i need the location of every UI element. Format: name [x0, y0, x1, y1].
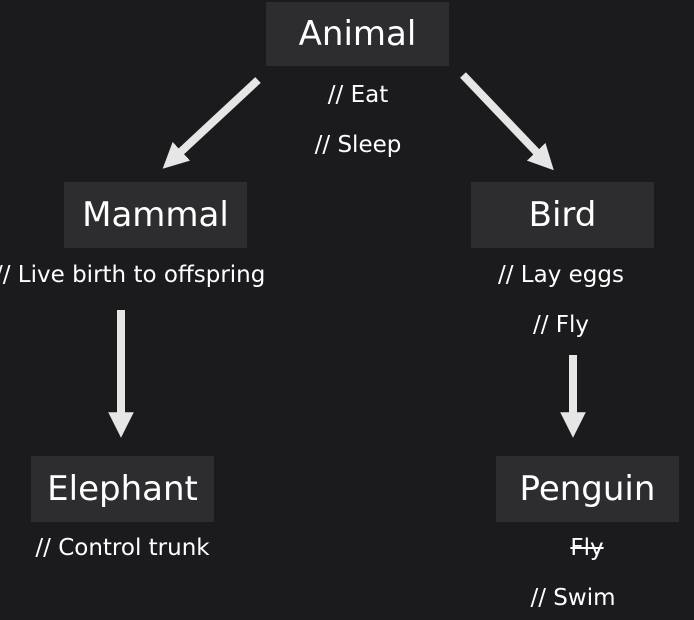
struck-fly-text: Fly	[570, 535, 604, 561]
elephant-note-control-trunk: // Control trunk	[35, 535, 210, 561]
bird-note-fly: // Fly	[532, 312, 590, 338]
node-penguin: Penguin	[496, 456, 679, 522]
edge-animal-mammal	[162, 77, 261, 169]
animal-note-sleep: // Sleep	[314, 132, 402, 158]
node-bird: Bird	[471, 182, 654, 248]
node-elephant: Elephant	[31, 456, 214, 522]
node-mammal: Mammal	[64, 182, 247, 248]
penguin-note-swim: // Swim	[530, 585, 616, 611]
animal-note-eat: // Eat	[327, 82, 389, 108]
node-animal: Animal	[266, 2, 449, 66]
bird-note-lay-eggs: // Lay eggs	[498, 262, 624, 288]
edge-animal-bird	[460, 72, 554, 171]
penguin-note-fly-struck: Fly	[487, 533, 687, 563]
mammal-note-live-birth: // Live birth to offspring	[0, 262, 266, 288]
